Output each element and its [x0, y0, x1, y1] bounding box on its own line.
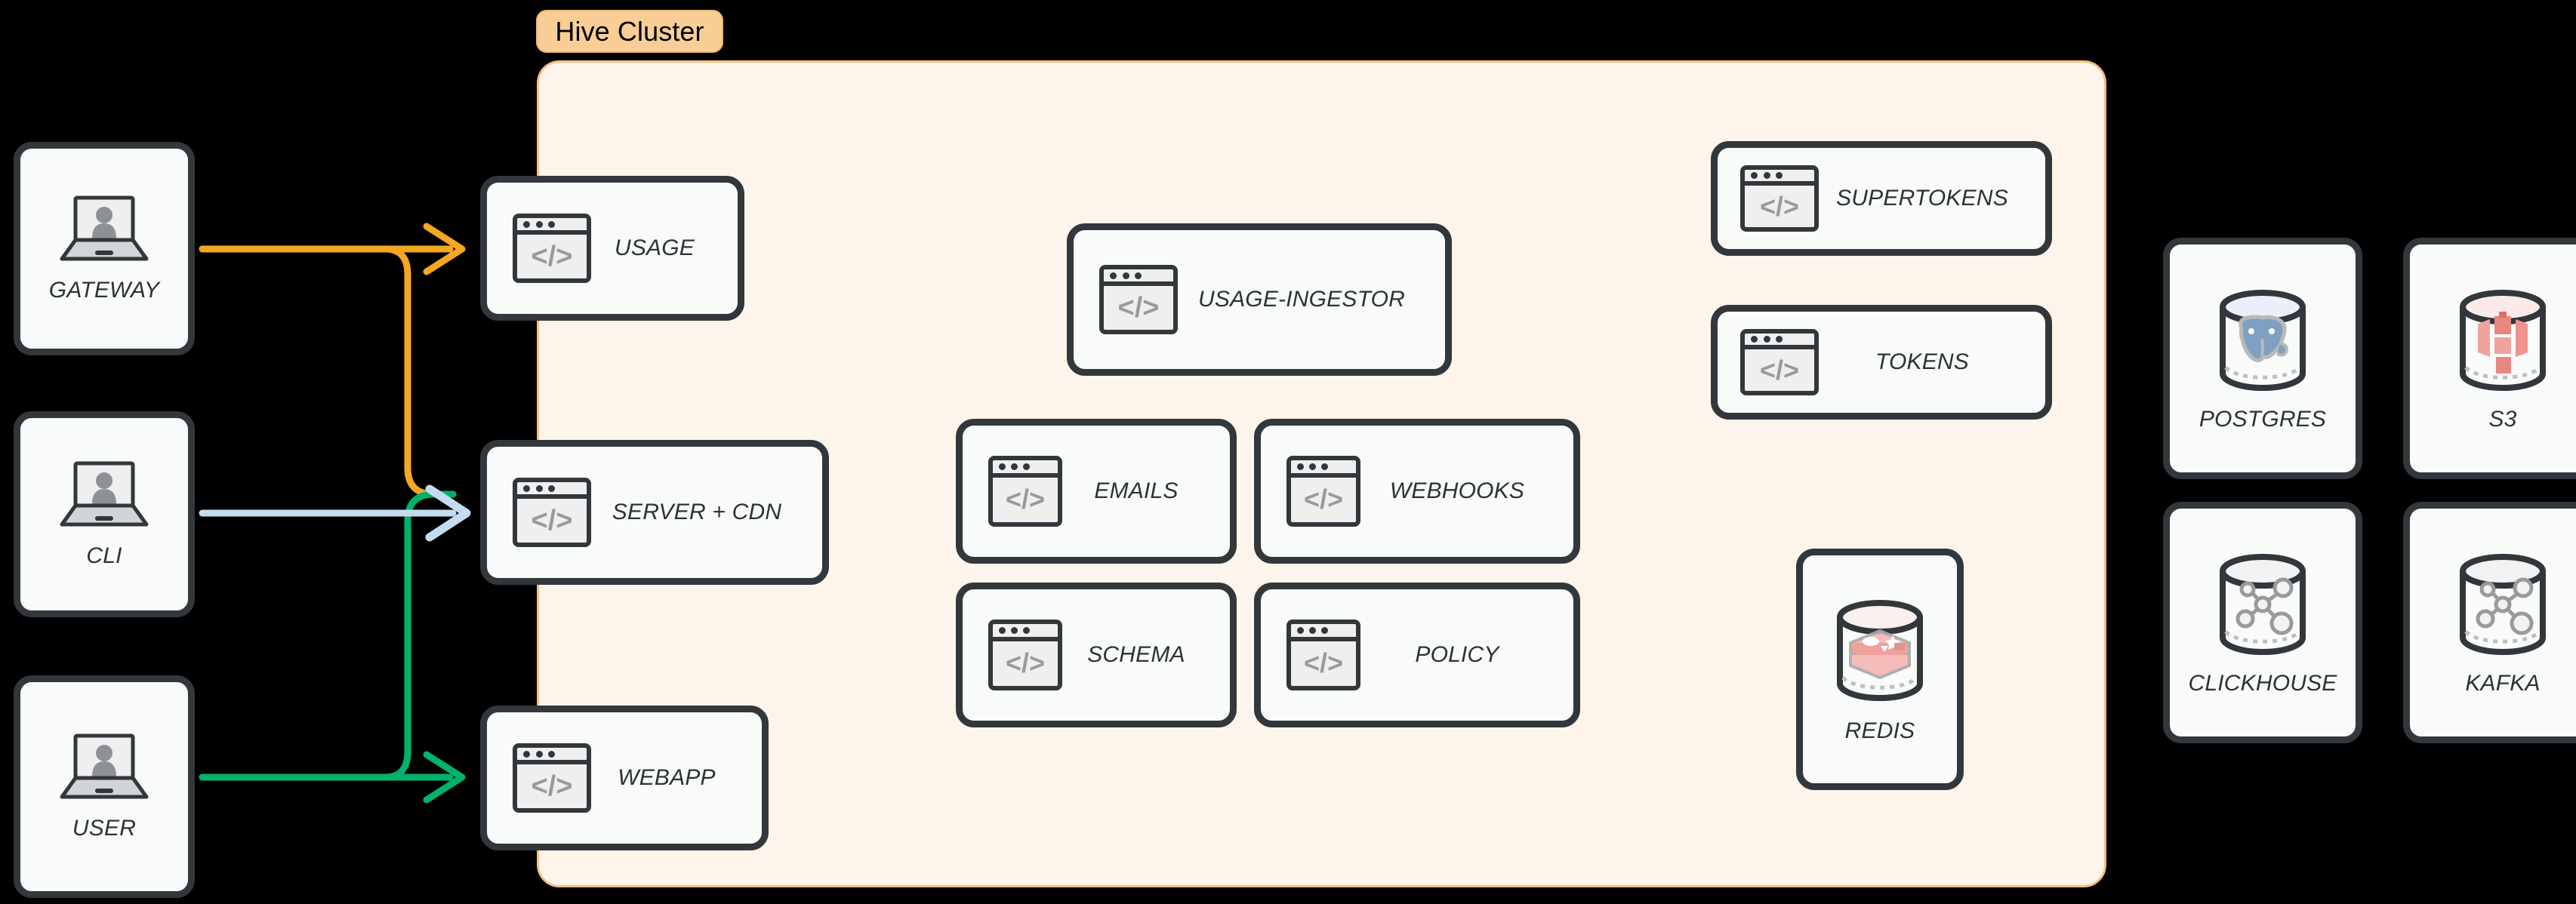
wire-user-to-server-cdn — [199, 490, 457, 781]
code-glyph: </> — [1759, 354, 1800, 386]
code-window-icon: </> — [1099, 265, 1178, 334]
service-label: SCHEMA — [1087, 642, 1185, 667]
service-label: SERVER + CDN — [612, 500, 782, 524]
client-node-gateway[interactable]: GATEWAY — [14, 142, 195, 355]
titlebar — [517, 748, 587, 765]
titlebar — [517, 482, 587, 500]
client-node-cli[interactable]: CLI — [14, 411, 195, 617]
titlebar — [993, 460, 1058, 478]
service-label: WEBHOOKS — [1389, 478, 1525, 503]
code-glyph: </> — [531, 241, 573, 273]
code-window-icon: </> — [1286, 456, 1360, 527]
database-generic-icon — [2448, 549, 2558, 662]
code-glyph: </> — [1005, 484, 1046, 515]
laptop-user-icon — [57, 460, 151, 530]
code-window-icon: </> — [1740, 165, 1819, 232]
code-window-icon: </> — [988, 456, 1062, 527]
titlebar — [1745, 334, 1814, 350]
laptop-user-icon — [57, 195, 151, 264]
code-glyph: </> — [531, 770, 573, 803]
service-node-supertokens[interactable]: </> SUPERTOKENS — [1711, 141, 2052, 256]
store-node-postgres[interactable]: POSTGRES — [2163, 238, 2362, 479]
service-node-server-cdn[interactable]: </> SERVER + CDN — [480, 440, 829, 585]
service-label: EMAILS — [1094, 478, 1179, 503]
code-window-icon: </> — [1286, 620, 1360, 690]
code-glyph: </> — [1005, 647, 1046, 679]
service-label: WEBAPP — [618, 765, 716, 790]
client-label: GATEWAY — [48, 277, 160, 303]
store-node-clickhouse[interactable]: CLICKHOUSE — [2163, 502, 2362, 743]
store-label: KAFKA — [2465, 671, 2541, 696]
service-label: POLICY — [1415, 642, 1499, 667]
client-node-user[interactable]: USER — [14, 675, 195, 898]
database-generic-icon — [2208, 549, 2318, 662]
service-node-usage[interactable]: </> USAGE — [480, 176, 744, 321]
store-label: POSTGRES — [2199, 407, 2327, 432]
database-postgres-icon — [2208, 284, 2318, 398]
service-node-usage-ingestor[interactable]: </> USAGE-INGESTOR — [1067, 223, 1452, 376]
store-node-s3[interactable]: S3 — [2403, 238, 2576, 479]
code-glyph: </> — [1303, 484, 1344, 515]
code-glyph: </> — [531, 505, 573, 537]
code-window-icon: </> — [1740, 329, 1819, 395]
titlebar — [1104, 269, 1173, 287]
database-s3-icon — [2448, 284, 2558, 398]
service-node-webapp[interactable]: </> WEBAPP — [480, 706, 769, 850]
code-glyph: </> — [1117, 292, 1160, 324]
service-label: USAGE-INGESTOR — [1198, 287, 1405, 312]
titlebar — [1291, 624, 1356, 641]
client-label: USER — [72, 815, 137, 841]
titlebar — [1291, 460, 1356, 478]
database-redis-icon — [1825, 595, 1935, 708]
cluster-badge: Hive Cluster — [536, 10, 723, 53]
service-node-policy[interactable]: </> POLICY — [1254, 583, 1580, 727]
titlebar — [517, 218, 587, 235]
service-node-schema[interactable]: </> SCHEMA — [956, 583, 1237, 727]
store-label: REDIS — [1844, 718, 1915, 743]
code-glyph: </> — [1303, 647, 1344, 679]
code-window-icon: </> — [513, 743, 591, 813]
laptop-user-icon — [57, 733, 151, 802]
service-label: SUPERTOKENS — [1836, 186, 2008, 211]
service-node-emails[interactable]: </> EMAILS — [956, 419, 1237, 564]
code-glyph: </> — [1759, 190, 1800, 222]
titlebar — [1745, 170, 1814, 186]
service-node-webhooks[interactable]: </> WEBHOOKS — [1254, 419, 1580, 564]
service-node-tokens[interactable]: </> TOKENS — [1711, 305, 2052, 420]
store-node-kafka[interactable]: KAFKA — [2403, 502, 2576, 743]
code-window-icon: </> — [513, 214, 591, 283]
client-label: CLI — [86, 543, 122, 568]
store-node-redis[interactable]: REDIS — [1796, 549, 1964, 790]
service-label: USAGE — [614, 235, 695, 260]
wire-gateway-to-server-cdn — [199, 245, 457, 498]
code-window-icon: </> — [988, 620, 1062, 690]
code-window-icon: </> — [513, 478, 591, 547]
arrowhead-server-cdn — [425, 484, 471, 542]
store-label: CLICKHOUSE — [2188, 671, 2337, 696]
arrowhead-webapp — [423, 751, 466, 804]
service-label: TOKENS — [1875, 349, 1969, 374]
arrowhead-usage — [423, 223, 466, 275]
titlebar — [993, 624, 1058, 641]
store-label: S3 — [2488, 407, 2517, 432]
